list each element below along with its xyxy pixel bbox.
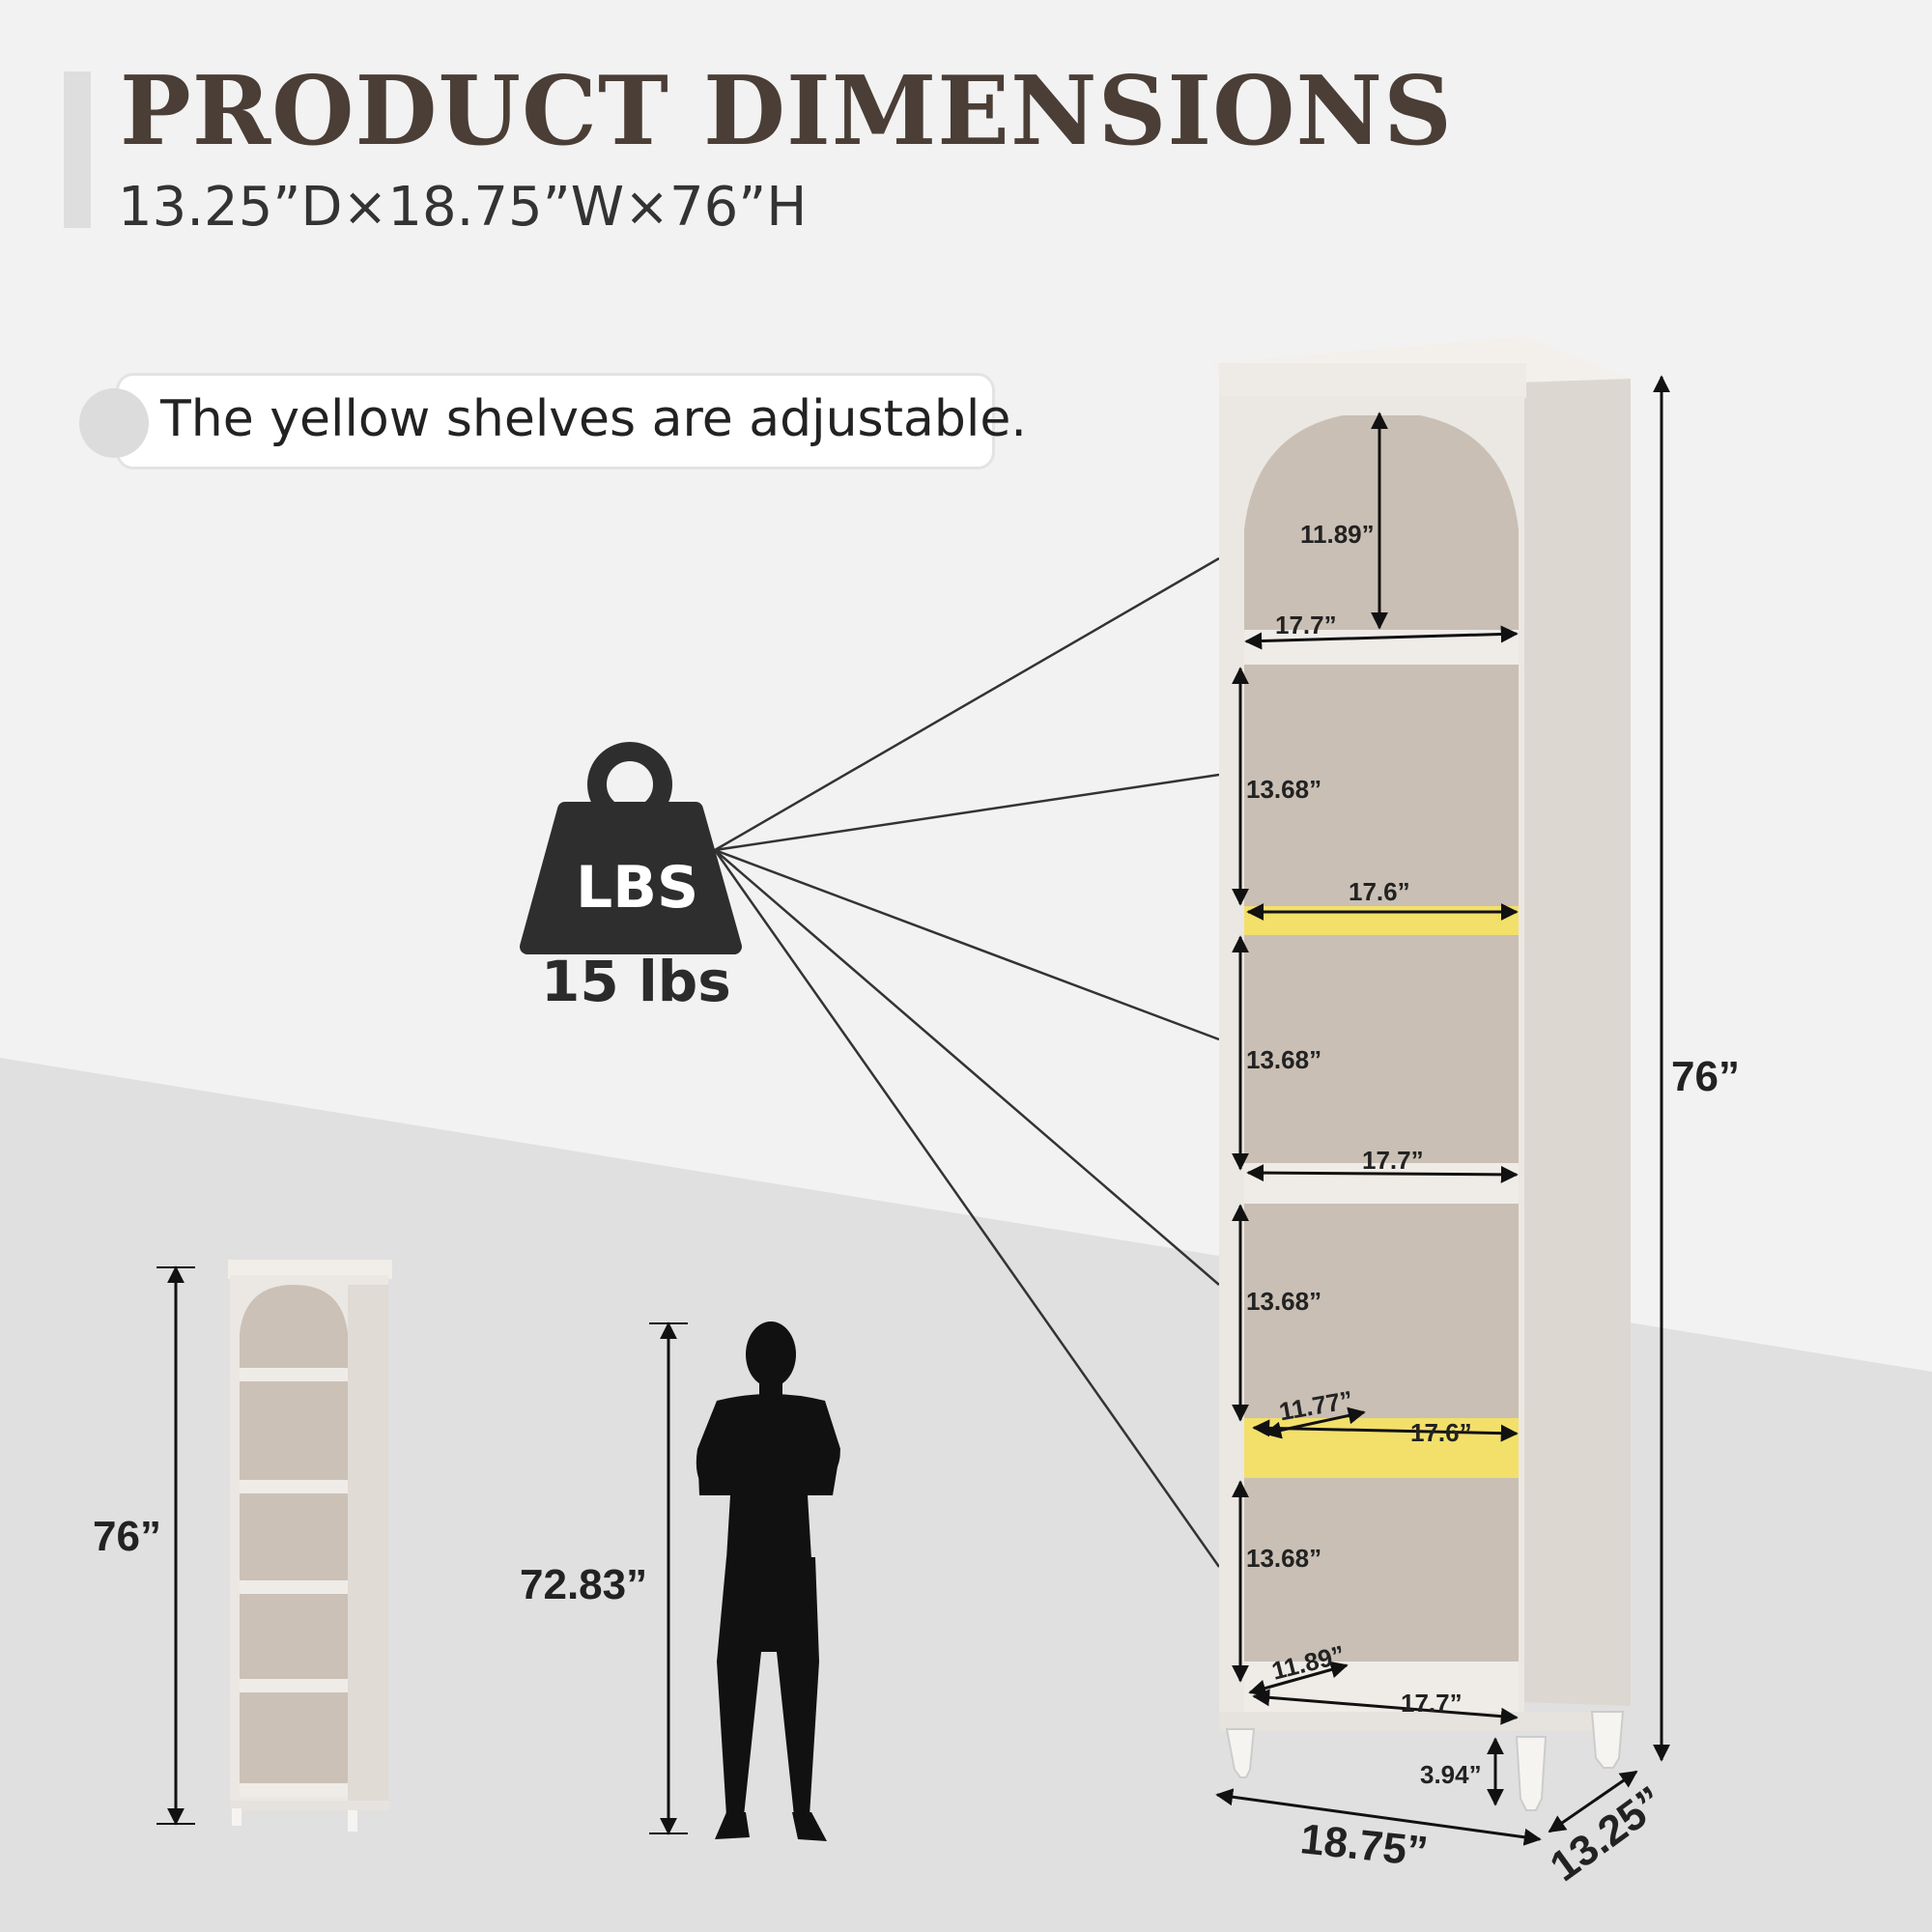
compartment-height-label-5: 13.68” [1246,1544,1322,1573]
top-compartment-height-label: 11.89” [1300,520,1375,549]
shelf-width-label-3: 17.7” [1362,1146,1424,1175]
main-cabinet-height-label: 76” [1671,1053,1740,1100]
main-cabinet-dimension-arrows [1215,375,1670,1846]
leg-height-label: 3.94” [1420,1760,1482,1789]
person-height-label: 72.83” [520,1561,648,1608]
small-cabinet-height-label: 76” [93,1513,161,1560]
shelf-width-label-5: 17.7” [1401,1689,1463,1718]
shelf-width-label-1: 17.7” [1275,611,1337,639]
title-accent-bar [64,71,91,228]
compartment-height-label-4: 13.68” [1246,1287,1322,1316]
cabinet-leg [1515,1736,1548,1811]
adjustable-shelves-note [116,373,995,469]
weight-capacity: 15 lbs [541,949,731,1014]
shelf-width-label-2: 17.6” [1349,877,1410,906]
shelf-width-label-4: 17.6” [1410,1418,1472,1447]
person-silhouette-icon [696,1321,840,1841]
cabinet-leg [1225,1728,1256,1778]
overall-dimensions: 13.25”D×18.75”W×76”H [118,176,808,239]
adjustable-shelves-note-text: The yellow shelves are adjustable. [160,390,1027,448]
weight-connector-lines [713,556,1221,1568]
compartment-height-label-3: 13.68” [1246,1045,1322,1074]
page-title: PRODUCT DIMENSIONS [120,56,1453,167]
small-cabinet [228,1260,392,1832]
cabinet-leg [1590,1711,1625,1769]
weight-icon [520,742,742,954]
weight-icon-label: LBS [576,854,699,922]
compartment-height-label-2: 13.68” [1246,775,1322,804]
note-icon-badge [79,388,149,458]
